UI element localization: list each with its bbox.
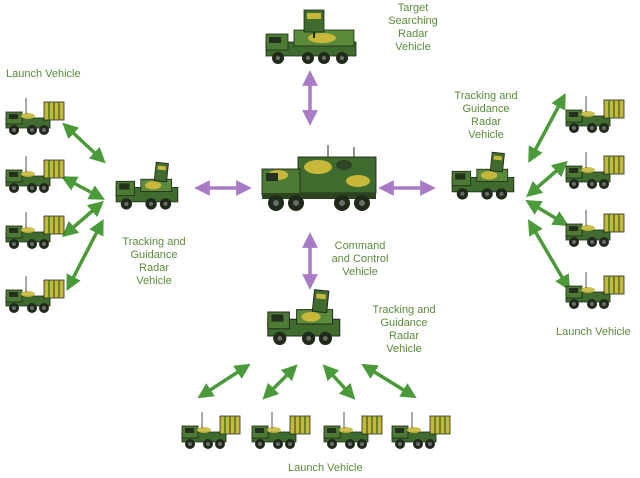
tracking-radar-right-label: Tracking and Guidance Radar Vehicle — [454, 90, 518, 141]
command-and-control-vehicle-icon — [261, 144, 377, 212]
launch-vehicle-bottom-3-icon — [323, 411, 383, 450]
arrow-left-radar-launcher-2 — [61, 176, 105, 200]
arrow-bottom-radar-launcher-2 — [262, 364, 298, 400]
launch-vehicle-bottom-4-icon — [391, 411, 451, 450]
tracking-radar-vehicle-right-icon — [451, 151, 515, 201]
launch-vehicle-bottom-2-icon — [251, 411, 311, 450]
launch-vehicle-left-label: Launch Vehicle — [6, 68, 81, 80]
arrow-right-radar-launcher-3 — [525, 199, 569, 227]
tracking-radar-vehicle-bottom-icon — [267, 289, 341, 346]
arrow-left-radar-launcher-3 — [62, 200, 104, 238]
launch-vehicle-right-4-icon — [565, 271, 625, 310]
arrow-left-radar-launcher-1 — [62, 122, 106, 164]
arrow-bottom-radar-launcher-3 — [322, 364, 356, 400]
target-searching-radar-label: Target Searching Radar Vehicle — [388, 2, 438, 53]
tracking-radar-vehicle-left-icon — [115, 161, 179, 211]
arrow-right-radar-launcher-4 — [528, 219, 570, 291]
launch-vehicle-left-3-icon — [5, 211, 65, 250]
arrow-right-radar-launcher-2 — [526, 160, 568, 198]
tracking-radar-bottom-label: Tracking and Guidance Radar Vehicle — [372, 304, 436, 355]
tracking-radar-left-label: Tracking and Guidance Radar Vehicle — [122, 236, 186, 287]
launch-vehicle-left-2-icon — [5, 155, 65, 194]
command-and-control-label: Command and Control Vehicle — [331, 240, 389, 278]
launch-vehicle-left-1-icon — [5, 97, 65, 136]
launch-vehicle-bottom-1-icon — [181, 411, 241, 450]
arrow-bottom-radar-launcher-4 — [361, 363, 417, 399]
launch-vehicle-right-label: Launch Vehicle — [556, 326, 631, 338]
launch-vehicle-right-2-icon — [565, 151, 625, 190]
arrow-bottom-radar-launcher-1 — [197, 363, 251, 399]
launch-vehicle-right-1-icon — [565, 95, 625, 134]
arrow-right-radar-launcher-1 — [528, 93, 566, 163]
launch-vehicle-left-4-icon — [5, 275, 65, 314]
launch-vehicle-right-3-icon — [565, 209, 625, 248]
target-searching-radar-vehicle-icon — [265, 9, 357, 65]
arrow-left-radar-launcher-4 — [66, 219, 104, 291]
launch-vehicle-bottom-label: Launch Vehicle — [288, 462, 363, 474]
